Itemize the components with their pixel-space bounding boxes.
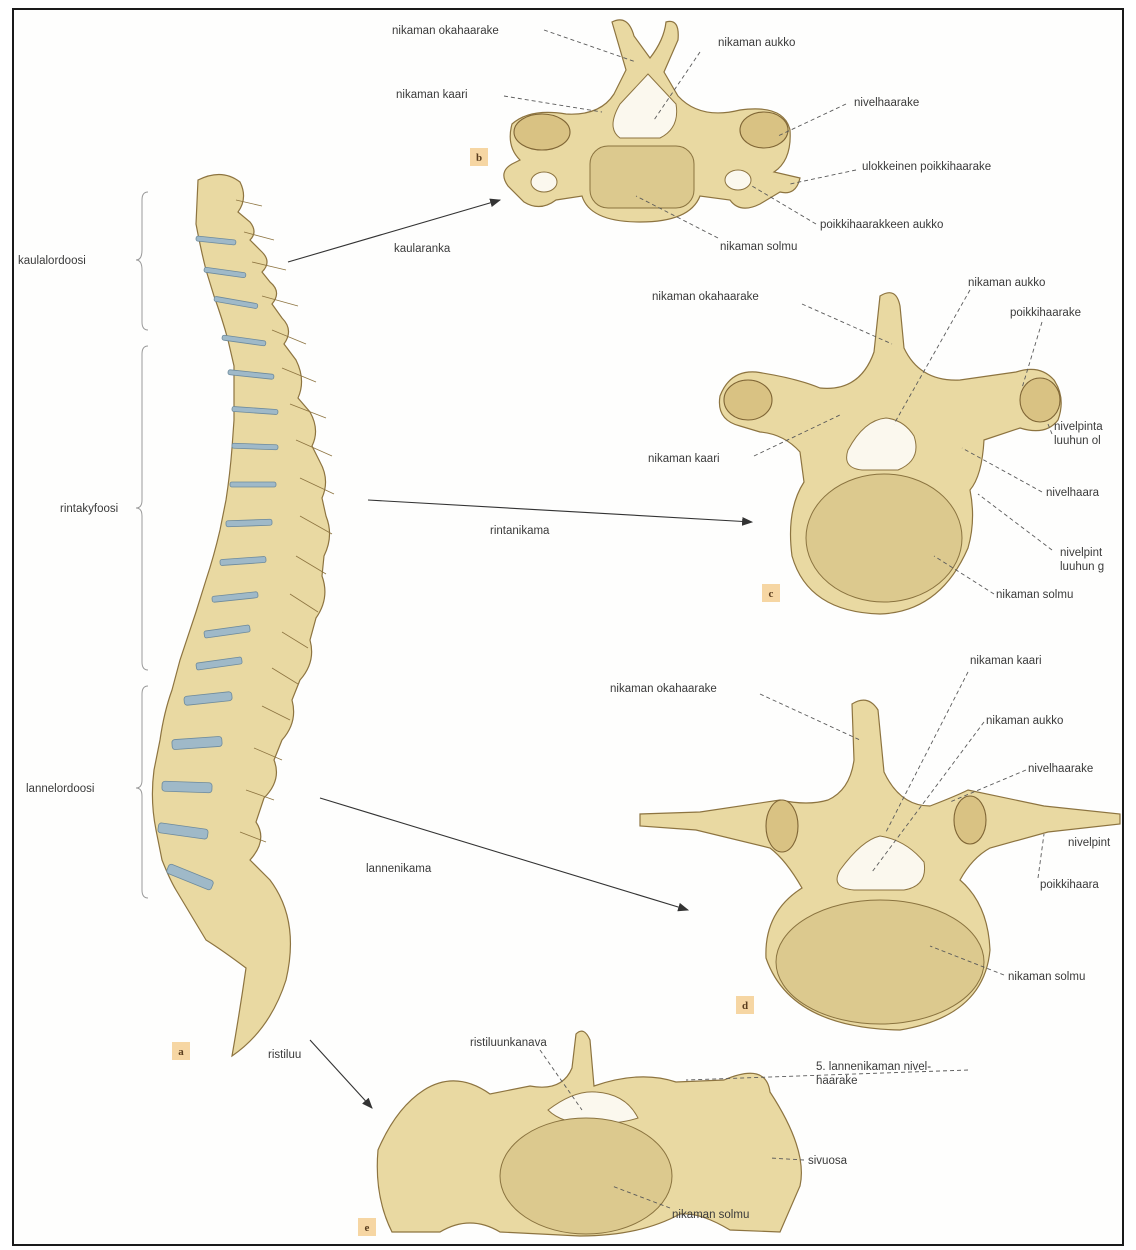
region-braces: [136, 192, 148, 898]
b-label-spinous-process: nikaman okahaarake: [392, 25, 499, 37]
d-label-arch: nikaman kaari: [970, 655, 1042, 667]
d-label-foramen: nikaman aukko: [986, 715, 1063, 727]
spine-lateral-view: [152, 174, 334, 1056]
label-arrow-thoracic: rintanikama: [490, 525, 550, 537]
label-arrow-lumbar: lannenikama: [366, 863, 432, 875]
panel-tag-e: e: [358, 1218, 376, 1236]
label-lumbar-lordosis: lannelordoosi: [26, 783, 94, 795]
svg-text:e: e: [365, 1222, 370, 1234]
panel-tag-a: a: [172, 1042, 190, 1060]
d-label-body: nikaman solmu: [1008, 971, 1085, 983]
panel-tag-d: d: [736, 996, 754, 1014]
e-label-body: nikaman solmu: [672, 1209, 749, 1221]
label-arrow-cervical: kaularanka: [394, 243, 451, 255]
c-label-costal-facet-2b: luuhun g: [1060, 561, 1104, 573]
label-arrow-sacrum: ristiluu: [268, 1049, 301, 1061]
pointer-arrows: [288, 200, 752, 1108]
c-label-body: nikaman solmu: [996, 589, 1073, 601]
c-label-costal-facet-2a: nivelpint: [1060, 547, 1103, 559]
d-label-spinous-process: nikaman okahaarake: [610, 683, 717, 695]
c-label-foramen: nikaman aukko: [968, 277, 1045, 289]
panel-tag-c: c: [762, 584, 780, 602]
label-thoracic-kyphosis: rintakyfoosi: [60, 503, 118, 515]
b-label-transverse-process: ulokkeinen poikkihaarake: [862, 161, 991, 173]
b-label-body: nikaman solmu: [720, 241, 797, 253]
b-label-articular-process: nivelhaarake: [854, 97, 919, 109]
svg-text:a: a: [178, 1046, 184, 1058]
b-label-foramen: nikaman aukko: [718, 37, 795, 49]
svg-text:d: d: [742, 1000, 748, 1012]
label-cervical-lordosis: kaulalordoosi: [18, 255, 86, 267]
sacrum-illustration: [377, 1031, 801, 1236]
b-label-arch: nikaman kaari: [396, 89, 468, 101]
e-label-l5-process-line2: haarake: [816, 1075, 858, 1087]
c-label-costal-facet-1b: luuhun ol: [1054, 435, 1101, 447]
c-label-costal-facet-1a: nivelpinta: [1054, 421, 1103, 433]
svg-text:b: b: [476, 152, 482, 164]
c-label-articular-process: nivelhaara: [1046, 487, 1100, 499]
cervical-vertebra-illustration: [504, 20, 800, 222]
d-label-transverse-process: poikkihaara: [1040, 879, 1099, 891]
svg-text:c: c: [769, 588, 774, 600]
panel-tag-b: b: [470, 148, 488, 166]
thoracic-vertebra-illustration: [719, 293, 1061, 614]
e-label-lateral-part: sivuosa: [808, 1155, 848, 1167]
c-label-arch: nikaman kaari: [648, 453, 720, 465]
b-label-transverse-foramen: poikkihaarakkeen aukko: [820, 219, 943, 231]
d-label-costal-facet: nivelpint: [1068, 837, 1111, 849]
e-label-sacral-canal: ristiluunkanava: [470, 1037, 547, 1049]
c-label-transverse-process: poikkihaarake: [1010, 307, 1081, 319]
leader-lines: [504, 30, 1052, 1208]
d-label-articular-process: nivelhaarake: [1028, 763, 1093, 775]
e-label-l5-process-line1: 5. lannenikaman nivel-: [816, 1061, 931, 1073]
c-label-spinous-process: nikaman okahaarake: [652, 291, 759, 303]
